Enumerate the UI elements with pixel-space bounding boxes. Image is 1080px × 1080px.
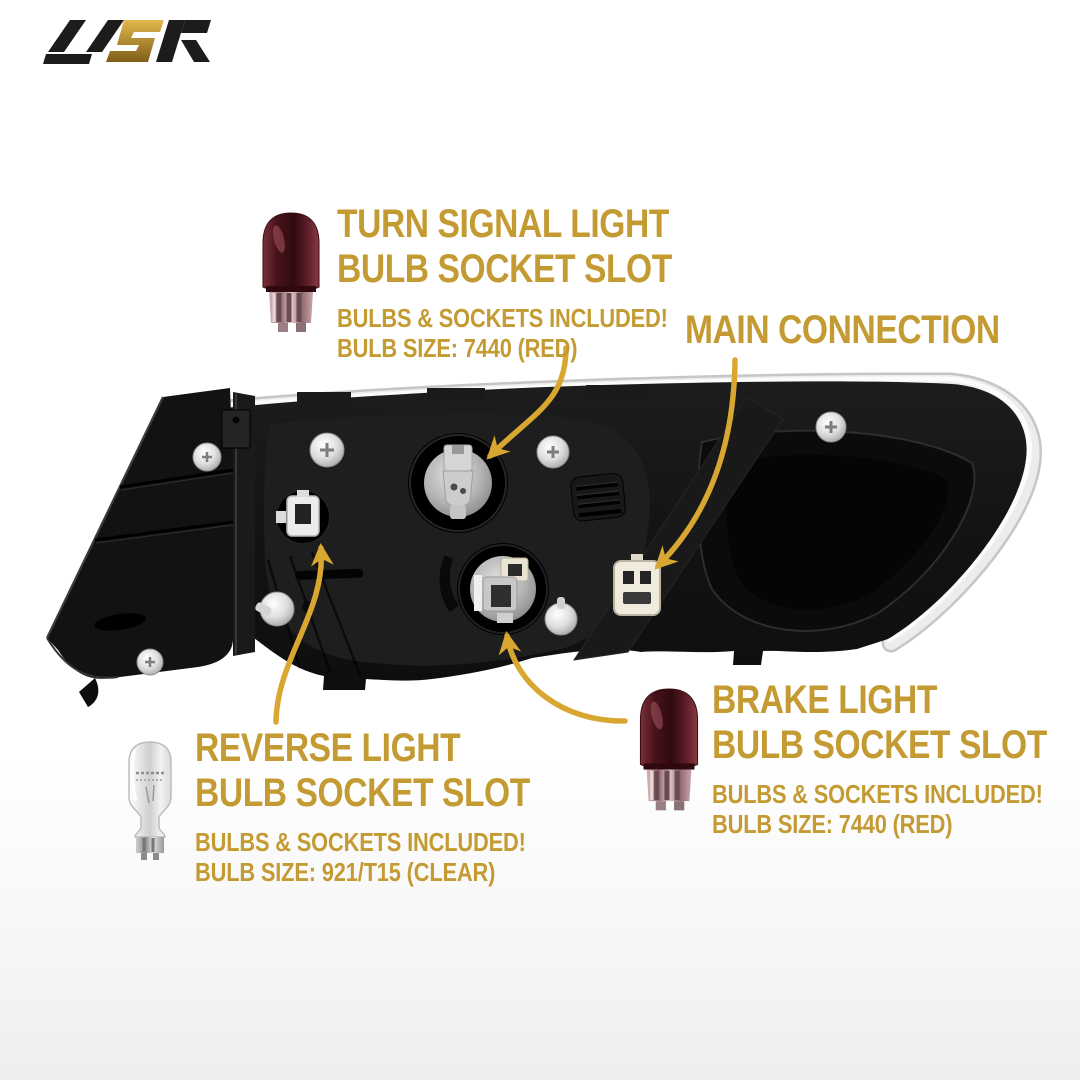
reverse-title-line1: REVERSE LIGHT: [195, 726, 461, 770]
reverse-socket: [275, 489, 331, 545]
arrow-to-reverse-socket: [273, 542, 334, 725]
brake-note-line1: BULBS & SOCKETS INCLUDED!: [712, 779, 1043, 809]
screw: [815, 411, 847, 443]
reverse-note-line2: BULB SIZE: 921/T15 (CLEAR): [195, 857, 496, 887]
turn-signal-title-line1: TURN SIGNAL LIGHT: [337, 202, 669, 246]
top-clip-tabs: [297, 385, 646, 408]
vent-grid: [570, 472, 626, 522]
usr-logo-letter-u: [43, 20, 124, 64]
left-mount-bracket: [46, 388, 362, 707]
usr-logo: [43, 20, 211, 64]
brake-title-line1: BRAKE LIGHT: [712, 678, 937, 722]
red-bulb-turn-signal: [262, 212, 320, 332]
turn-signal-note-line1: BULBS & SOCKETS INCLUDED!: [337, 303, 668, 333]
callout-arrows: [273, 345, 738, 725]
red-bulb-brake: [639, 688, 699, 811]
main-connection-title: MAIN CONNECTION: [685, 308, 1000, 352]
usr-logo-letter-r: [156, 20, 211, 62]
mount-post: [544, 597, 578, 636]
turn-signal-title-line2: BULB SOCKET SLOT: [337, 247, 672, 291]
annotation-brake: BRAKE LIGHT BULB SOCKET SLOT BULBS & SOC…: [712, 678, 1047, 839]
screw: [192, 442, 222, 472]
screw: [309, 432, 345, 468]
tail-light-housing: [46, 372, 1042, 707]
face-slot: [295, 568, 364, 580]
socket-face-panel: [264, 414, 650, 666]
main-connector: [613, 554, 661, 616]
reverse-title-line2: BULB SOCKET SLOT: [195, 771, 530, 815]
annotation-reverse: REVERSE LIGHT BULB SOCKET SLOT BULBS & S…: [195, 726, 530, 887]
reverse-note-line1: BULBS & SOCKETS INCLUDED!: [195, 827, 526, 857]
screw: [536, 435, 570, 469]
clear-bulb-reverse: [128, 741, 172, 860]
turn-signal-socket: [408, 433, 508, 533]
right-recess-inner: [726, 454, 949, 610]
mount-post: [255, 591, 295, 627]
arrow-to-brake-socket: [498, 631, 628, 724]
annotation-main-connection: MAIN CONNECTION: [685, 308, 1000, 353]
brake-note-line2: BULB SIZE: 7440 (RED): [712, 809, 953, 839]
turn-signal-note-line2: BULB SIZE: 7440 (RED): [337, 333, 578, 363]
usr-logo-letter-s: [106, 20, 164, 62]
arrow-to-main-connector: [654, 357, 738, 570]
screw: [136, 648, 164, 676]
release-tab: [439, 555, 459, 612]
arrow-to-turn-signal-socket: [486, 345, 569, 460]
brake-socket: [457, 543, 549, 635]
annotation-turn-signal: TURN SIGNAL LIGHT BULB SOCKET SLOT BULBS…: [337, 202, 672, 363]
brake-title-line2: BULB SOCKET SLOT: [712, 723, 1047, 767]
